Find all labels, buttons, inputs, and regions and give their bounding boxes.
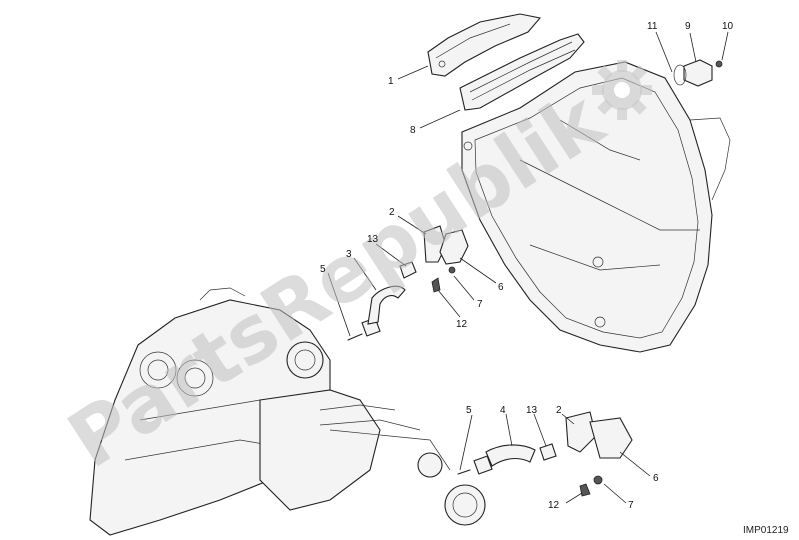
callout-5: 5 <box>466 405 472 416</box>
callouts-lower: 5 4 13 2 6 12 7 <box>466 405 659 511</box>
airbox-housing <box>461 61 731 353</box>
callout-7: 7 <box>628 500 634 511</box>
part-9-valve <box>673 59 723 87</box>
leader-lines <box>327 31 729 504</box>
part-8-cover-panel <box>459 33 585 111</box>
callout-13: 13 <box>367 234 379 245</box>
callout-6: 6 <box>653 473 659 484</box>
callout-2: 2 <box>389 207 395 218</box>
part-1-bracket <box>427 13 542 77</box>
callout-11: 11 <box>647 21 658 32</box>
gear-icon <box>592 60 652 120</box>
callout-5: 5 <box>320 264 326 275</box>
callout-1: 1 <box>388 76 394 87</box>
reference-code: IMP01219 <box>743 525 789 536</box>
callout-12: 12 <box>456 319 468 330</box>
callout-8: 8 <box>410 125 416 136</box>
callout-4: 4 <box>500 405 506 416</box>
callout-7: 7 <box>477 299 483 310</box>
callout-12: 12 <box>548 500 560 511</box>
callout-6: 6 <box>498 282 504 293</box>
callout-2: 2 <box>556 405 562 416</box>
callouts-upper: 1 8 11 9 10 2 13 3 5 6 7 12 <box>320 21 734 330</box>
callout-13: 13 <box>526 405 538 416</box>
upper-hose-assembly <box>347 225 469 341</box>
engine-block <box>89 287 486 536</box>
callout-3: 3 <box>346 249 352 260</box>
callout-10: 10 <box>722 21 734 32</box>
callout-9: 9 <box>685 21 691 32</box>
lower-hose-assembly <box>457 411 633 497</box>
